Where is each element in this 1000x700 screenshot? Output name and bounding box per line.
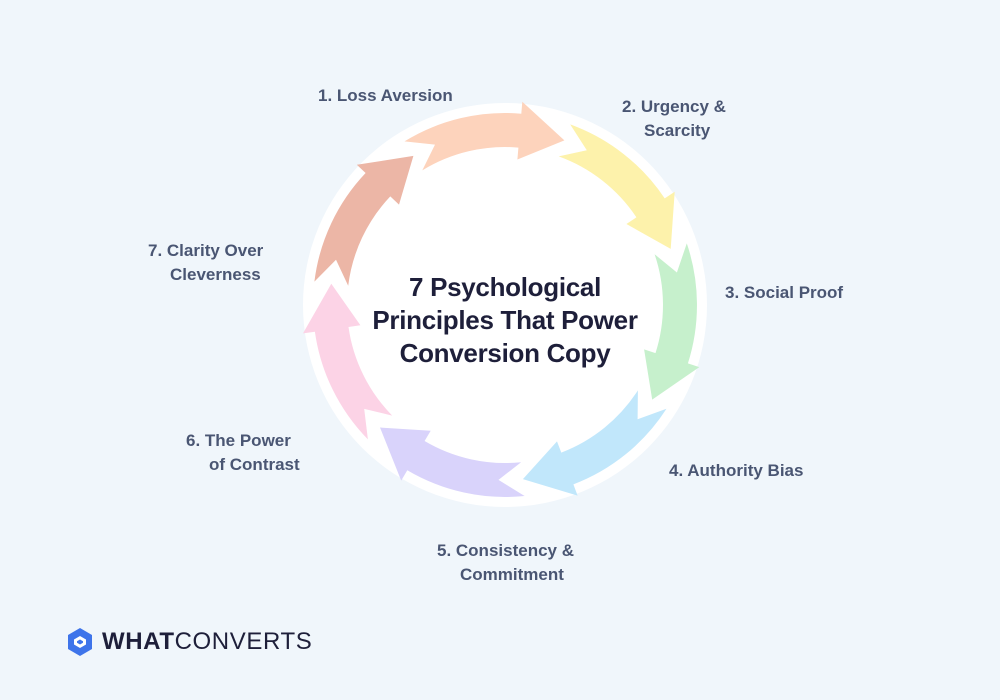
cycle-arrow-loss-aversion bbox=[314, 155, 414, 286]
cycle-background-ring bbox=[303, 103, 707, 507]
step-label-authority-bias: 4. Authority Bias bbox=[669, 461, 804, 480]
cycle-arrow-clarity-over-cleverness bbox=[303, 283, 393, 440]
cycle-arrow-power-of-contrast bbox=[380, 427, 525, 498]
diagram-title: 7 Psychological Principles That Power Co… bbox=[355, 271, 655, 370]
step-label-urgency-scarcity: 2. Urgency & Scarcity bbox=[622, 97, 726, 140]
whatconverts-logo: WHATCONVERTS bbox=[66, 627, 312, 657]
step-label-loss-aversion: 1. Loss Aversion bbox=[318, 86, 453, 105]
cycle-arrow-consistency-commitment bbox=[522, 390, 667, 496]
diagram-title-line-3: Conversion Copy bbox=[399, 338, 611, 368]
step-label-consistency-commitment: 5. Consistency & Commitment bbox=[437, 541, 574, 584]
diagram-title-line-2: Principles That Power bbox=[372, 305, 638, 335]
cycle-arrow-social-proof bbox=[558, 124, 675, 249]
cycle-arrow-urgency-scarcity bbox=[404, 101, 565, 171]
cycle-arrow-authority-bias bbox=[644, 243, 700, 400]
diagram-title-line-1: 7 Psychological bbox=[408, 272, 602, 302]
step-label-social-proof: 3. Social Proof bbox=[725, 283, 844, 302]
whatconverts-hexagon-icon bbox=[68, 628, 92, 656]
step-label-power-of-contrast: 6. The Power of Contrast bbox=[186, 431, 300, 474]
step-label-clarity-over-cleverness: 7. Clarity Over Cleverness bbox=[148, 241, 264, 284]
brand-name-bold: WHAT bbox=[102, 628, 175, 655]
brand-name-regular: CONVERTS bbox=[174, 628, 313, 655]
brand-name: WHATCONVERTS bbox=[102, 627, 312, 657]
